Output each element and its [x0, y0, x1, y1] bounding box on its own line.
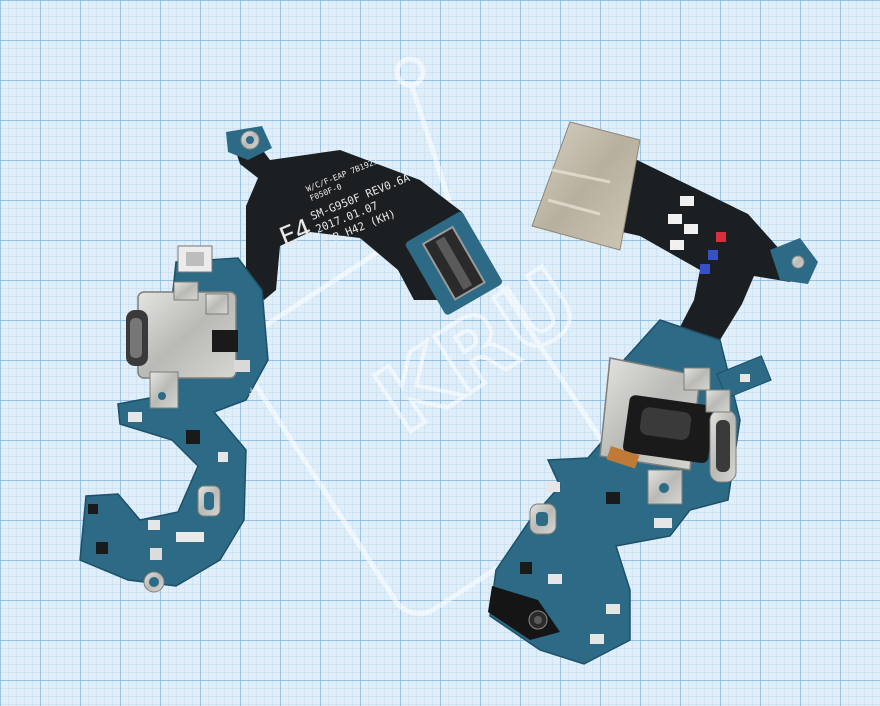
right-charging-board	[488, 121, 818, 665]
left-b2b-connector	[405, 211, 502, 315]
left-charging-board: W/C/F-EAP F050F-0 7B1923 E4 SM-G950F REV…	[79, 126, 502, 593]
left-label-41k: 41K	[247, 386, 257, 401]
right-foil-shield	[531, 121, 641, 251]
left-flex-cable	[232, 136, 470, 300]
right-usb-c-port	[599, 357, 737, 505]
